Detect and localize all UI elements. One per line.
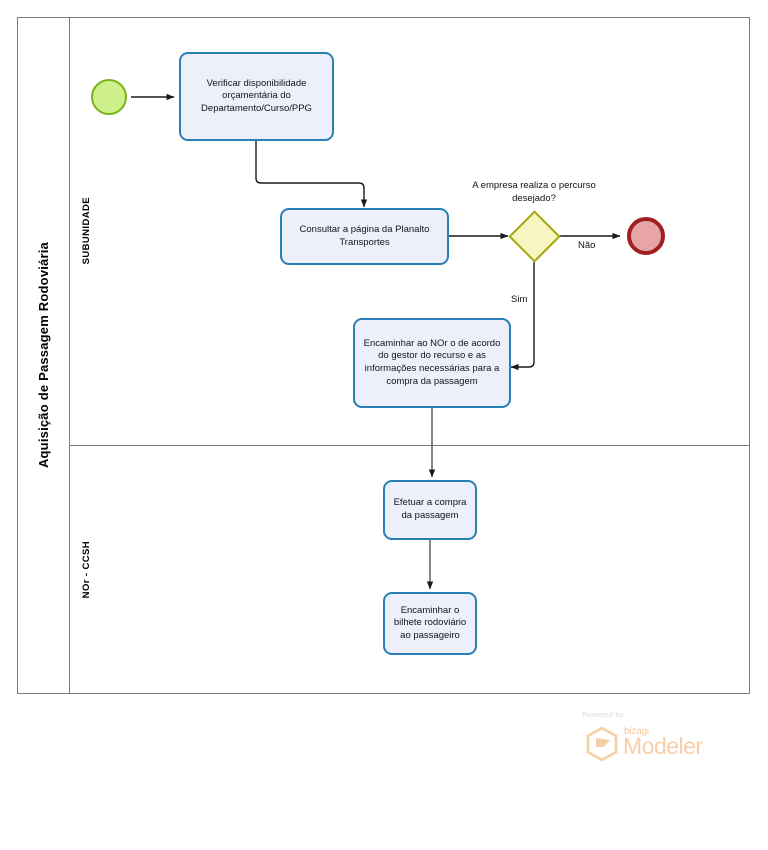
task-label: Encaminhar o bilhete rodoviário ao passa… (393, 604, 467, 641)
flow-label-nao: Não (578, 240, 596, 251)
start-event[interactable] (91, 79, 127, 115)
lane-divider (70, 445, 750, 446)
watermark-brand-label: bizagi (624, 726, 649, 737)
task-label: Verificar disponibilidade orçamentária d… (201, 77, 312, 114)
bizagi-hexagon-icon (585, 726, 619, 767)
task-verificar-disponibilidade[interactable]: Verificar disponibilidade orçamentária d… (179, 52, 334, 141)
task-label: Efetuar a compra da passagem (393, 497, 467, 521)
task-encaminhar-bilhete[interactable]: Encaminhar o bilhete rodoviário ao passa… (383, 592, 477, 655)
flow-label-sim: Sim (511, 294, 528, 305)
pool-title-label: Aquisição de Passagem Rodoviária (35, 242, 51, 469)
lane-nor-ccsh-label: NOr - CCSH (80, 540, 92, 599)
end-event[interactable] (627, 217, 665, 255)
lane-nor-ccsh: NOr - CCSH (72, 445, 100, 694)
task-efetuar-compra[interactable]: Efetuar a compra da passagem (383, 480, 477, 540)
lane-subunidade: SUBUNIDADE (72, 17, 100, 445)
task-encaminhar-nor[interactable]: Encaminhar ao NOr o de acordo do gestor … (353, 318, 511, 408)
task-label: Encaminhar ao NOr o de acordo do gestor … (363, 337, 501, 387)
bizagi-watermark: Powered by bizagi Modeler (582, 710, 722, 766)
watermark-powered-by-label: Powered by (582, 710, 624, 719)
task-label: Consultar a página da Planalto Transport… (299, 223, 430, 248)
watermark-product-label: Modeler (623, 733, 703, 759)
lane-subunidade-label: SUBUNIDADE (80, 197, 92, 265)
gateway-label: A empresa realiza o percurso desejado? (472, 180, 596, 204)
pool-title: Aquisição de Passagem Rodoviária (17, 17, 70, 694)
task-consultar-pagina[interactable]: Consultar a página da Planalto Transport… (280, 208, 449, 265)
